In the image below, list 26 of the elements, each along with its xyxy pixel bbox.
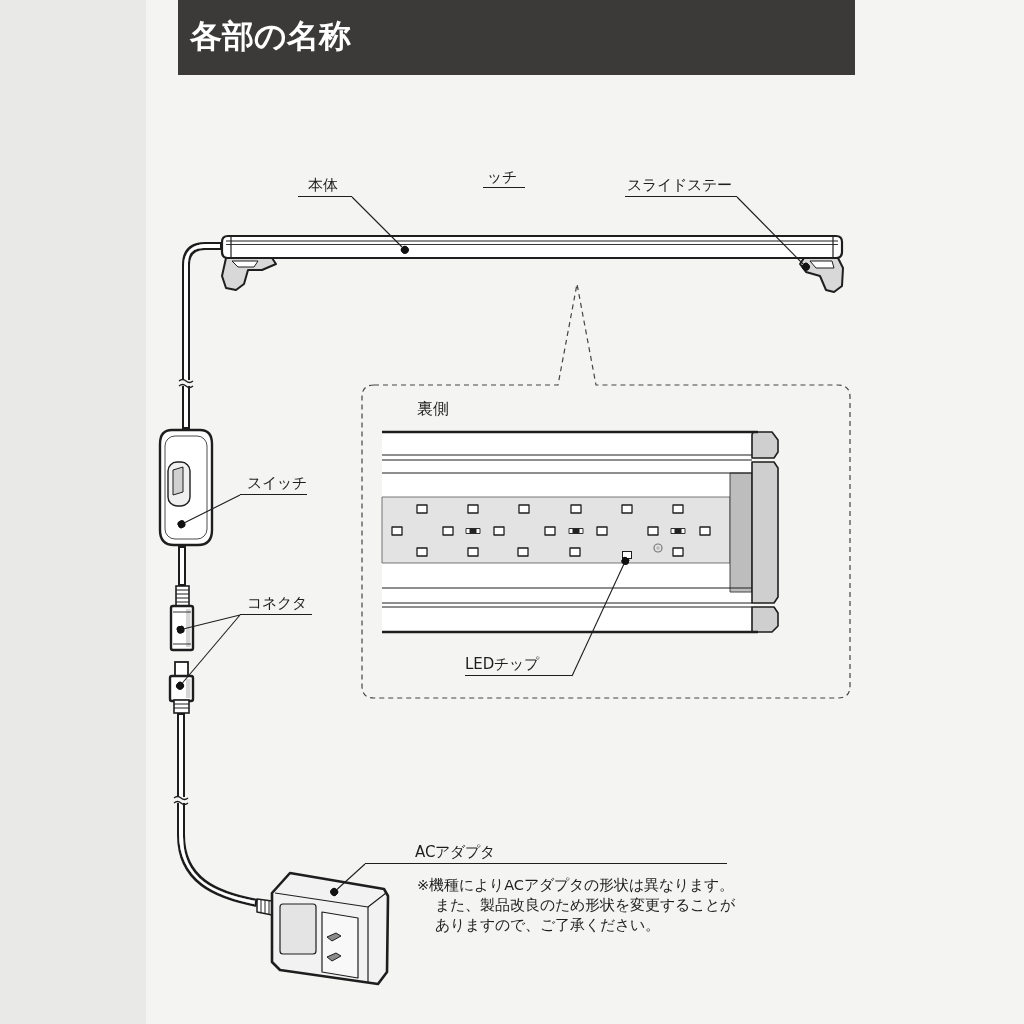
power-cord [178, 546, 186, 586]
part-label: 本体 [298, 176, 352, 197]
callout-box [362, 282, 850, 698]
part-label: ッチ [483, 168, 525, 188]
slide-stay [799, 257, 844, 293]
part-label: コネクタ [240, 594, 312, 615]
dc-plug [168, 661, 195, 714]
part-label: スイッチ [240, 474, 307, 495]
part-label: ACアダプタ [365, 843, 727, 864]
ac-adapter [256, 871, 390, 986]
note-text: ※機種によりACアダプタの形状は異なります。また、製品改良のため形状を変更することがありますので、ご了承ください。 [417, 876, 736, 935]
leader-line [571, 556, 630, 677]
heading: 裏側 [417, 399, 449, 419]
leader-line [351, 196, 409, 254]
led-chip [622, 551, 632, 559]
dc-connector [169, 585, 195, 652]
leader-line [176, 614, 241, 634]
leader-line [330, 863, 366, 896]
part-label: LEDチップ [465, 655, 572, 676]
leader-line [177, 494, 241, 529]
power-cord [177, 713, 258, 907]
leader-line [176, 614, 241, 690]
leader-line [736, 196, 810, 271]
page-title: 各部の名称 [190, 17, 351, 55]
part-label: スライドステー [625, 176, 737, 197]
inline-switch [158, 428, 214, 547]
